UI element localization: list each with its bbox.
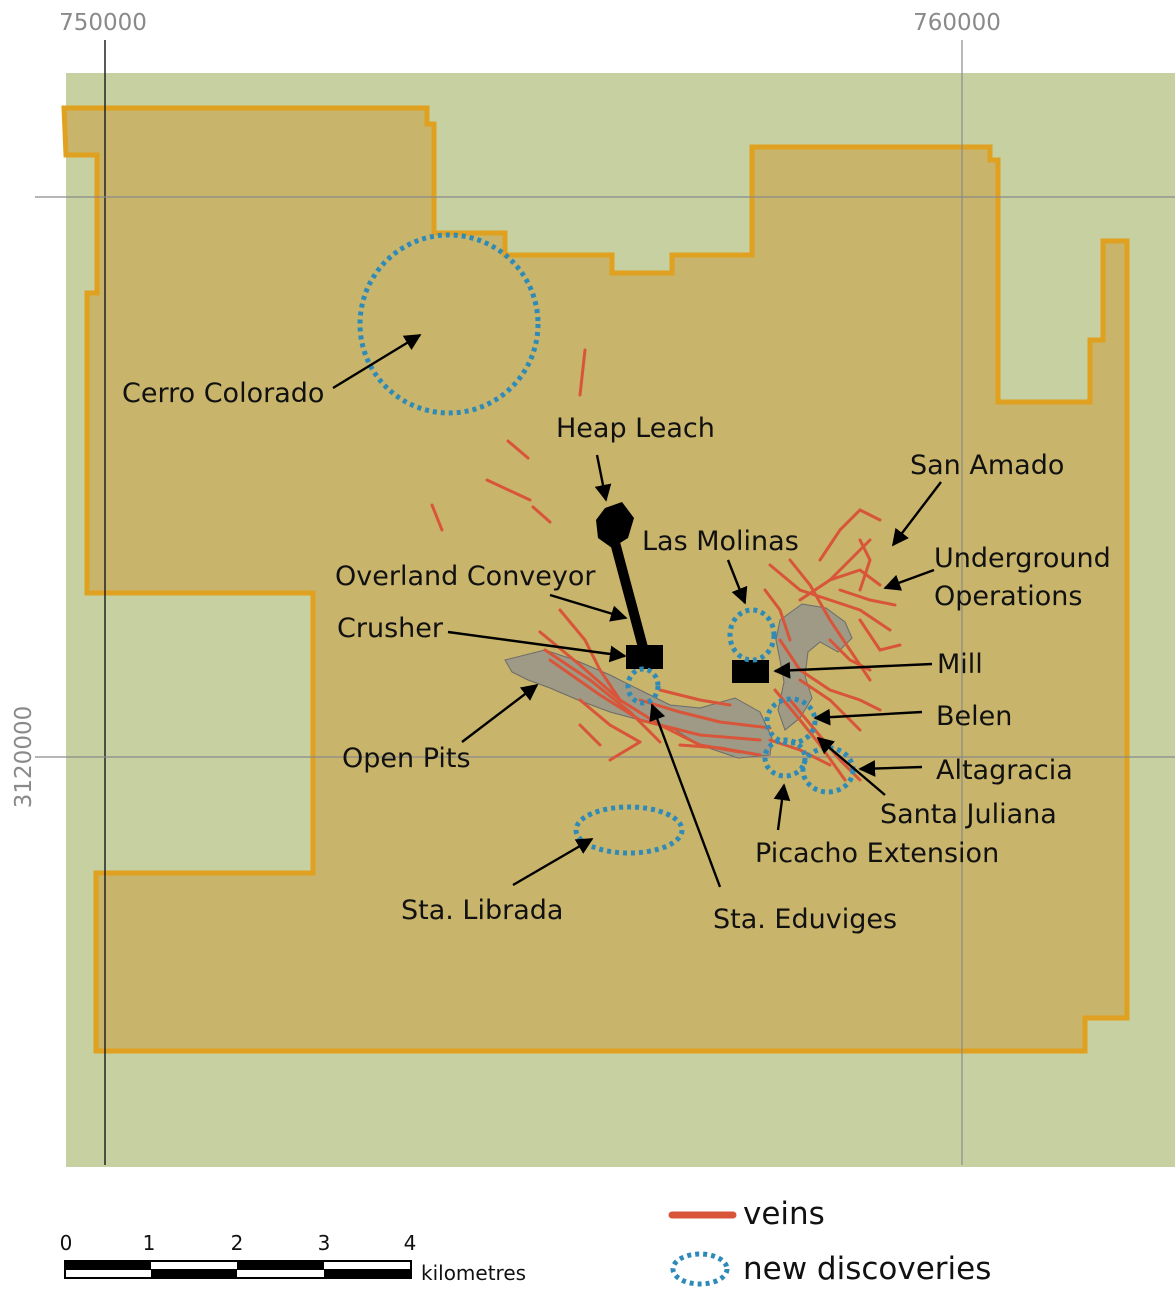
scale-tick-3: 3 bbox=[318, 1231, 331, 1255]
mill-facility bbox=[732, 660, 769, 683]
label-underground: Underground bbox=[934, 543, 1111, 574]
label-open-pits: Open Pits bbox=[342, 743, 471, 774]
legend-new-discoveries-swatch bbox=[670, 1251, 730, 1287]
crusher-facility bbox=[626, 645, 663, 669]
label-operations: Operations bbox=[934, 581, 1082, 612]
label-altagracia: Altagracia bbox=[936, 755, 1073, 786]
concession-boundary bbox=[61, 105, 1130, 1054]
scale-tick-2: 2 bbox=[231, 1231, 244, 1255]
label-cerro-colorado: Cerro Colorado bbox=[122, 378, 324, 409]
scale-unit: kilometres bbox=[421, 1261, 526, 1285]
grid-lines bbox=[35, 40, 1175, 1165]
label-santa-juliana: Santa Juliana bbox=[880, 799, 1057, 830]
legend: veins new discoveries bbox=[668, 1196, 991, 1287]
heap-leach-pad bbox=[596, 502, 634, 548]
scale-tick-1: 1 bbox=[143, 1231, 156, 1255]
scale-bar bbox=[64, 1260, 412, 1279]
label-belen: Belen bbox=[936, 701, 1012, 732]
label-las-molinas: Las Molinas bbox=[642, 526, 799, 557]
label-sta-librada: Sta. Librada bbox=[401, 895, 563, 926]
label-mill: Mill bbox=[937, 649, 983, 680]
scale-tick-4: 4 bbox=[404, 1231, 417, 1255]
label-picacho-extension: Picacho Extension bbox=[755, 838, 999, 869]
label-sta-eduviges: Sta. Eduviges bbox=[713, 904, 897, 935]
veins-network bbox=[430, 348, 902, 782]
scale-tick-0: 0 bbox=[60, 1231, 73, 1255]
label-overland-conveyor: Overland Conveyor bbox=[335, 561, 596, 592]
easting-label-750000: 750000 bbox=[59, 10, 147, 36]
callout-arrows bbox=[332, 333, 942, 888]
legend-new-discoveries-label: new discoveries bbox=[743, 1251, 991, 1287]
label-san-amado: San Amado bbox=[910, 450, 1064, 481]
label-heap-leach: Heap Leach bbox=[556, 413, 715, 444]
label-crusher: Crusher bbox=[337, 613, 444, 644]
overland-conveyor-line bbox=[608, 533, 650, 657]
legend-veins-label: veins bbox=[743, 1196, 825, 1232]
easting-label-760000: 760000 bbox=[913, 10, 1001, 36]
northing-label-3120000: 3120000 bbox=[11, 706, 37, 808]
